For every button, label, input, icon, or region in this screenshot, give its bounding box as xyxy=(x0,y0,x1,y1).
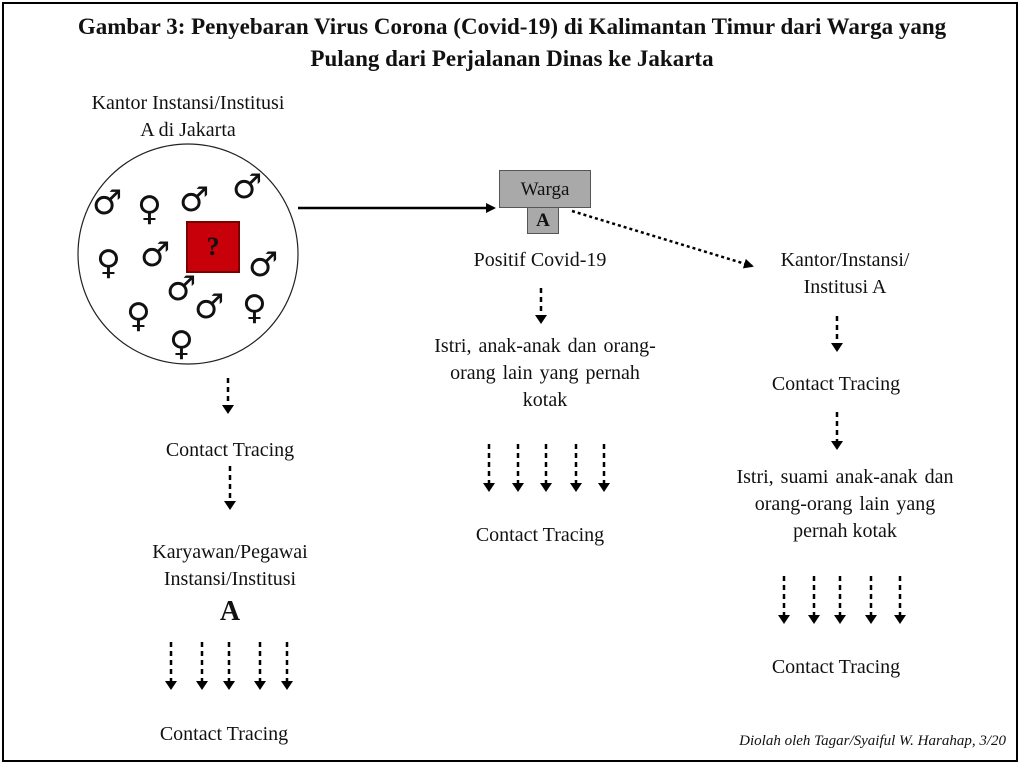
dashed-arrow-head xyxy=(512,483,524,492)
warga-box: Warga xyxy=(499,170,591,208)
female-symbol-icon: ♀ xyxy=(126,296,151,336)
positive-covid-label: Positif Covid-19 xyxy=(473,249,607,271)
male-symbol-icon: ♂ xyxy=(248,245,279,285)
dashed-arrow-head xyxy=(894,615,906,624)
left-contact-tracing-1: Contact Tracing xyxy=(165,439,295,461)
male-symbol-icon: ♂ xyxy=(194,287,225,327)
male-symbol-icon: ♂ xyxy=(179,180,210,220)
dashed-arrow-head xyxy=(165,681,177,690)
dashed-arrow-head xyxy=(222,405,234,414)
female-symbol-icon: ♀ xyxy=(242,288,267,328)
unknown-source-box: ? xyxy=(186,221,240,273)
female-symbol-icon: ♀ xyxy=(137,189,162,229)
male-symbol-icon: ♂ xyxy=(140,235,171,275)
left-contact-tracing-2: Contact Tracing xyxy=(159,723,289,745)
employees-letter: A xyxy=(219,596,241,627)
employees-label-line-2: Instansi/Institusi xyxy=(163,568,297,590)
dashed-arrow-head xyxy=(570,483,582,492)
dashed-arrow-head xyxy=(540,483,552,492)
right-office-label-line-1: Kantor/Instansi/ xyxy=(780,249,910,271)
dashed-arrow-head xyxy=(808,615,820,624)
office-label-line-1: Kantor Instansi/Institusi xyxy=(91,92,285,114)
female-symbol-icon: ♀ xyxy=(96,243,121,283)
dashed-arrow-head xyxy=(778,615,790,624)
male-symbol-icon: ♂ xyxy=(92,183,123,223)
middle-contacts-line-3: kotak xyxy=(522,389,568,411)
dashed-arrow-head xyxy=(831,343,843,352)
middle-contacts-line-2: orang lain yang pernah xyxy=(450,362,640,384)
female-symbol-icon: ♀ xyxy=(169,324,194,364)
employees-label-line-1: Karyawan/Pegawai xyxy=(152,541,308,563)
credit-line: Diolah oleh Tagar/Syaiful W. Harahap, 3/… xyxy=(739,733,1006,749)
dashed-arrow-head xyxy=(196,681,208,690)
middle-contact-tracing: Contact Tracing xyxy=(475,524,605,546)
warga-letter-tab: A xyxy=(527,208,559,234)
male-symbol-icon: ♂ xyxy=(166,269,197,309)
figure-title-line-1: Gambar 3: Penyebaran Virus Corona (Covid… xyxy=(77,14,947,39)
dashed-arrow-head xyxy=(834,615,846,624)
dashed-arrow-head xyxy=(254,681,266,690)
office-label-line-2: A di Jakarta xyxy=(140,119,236,141)
figure-title-line-2: Pulang dari Perjalanan Dinas ke Jakarta xyxy=(310,46,714,71)
dashed-arrow-head xyxy=(483,483,495,492)
dashed-arrow-head xyxy=(831,441,843,450)
right-contacts-line-1: Istri, suami anak-anak dan xyxy=(736,466,954,488)
right-contacts-line-2: orang-orang lain yang xyxy=(754,493,936,515)
arrow-warga-to-office xyxy=(571,209,754,269)
right-office-label-line-2: Institusi A xyxy=(803,276,887,298)
dashed-arrow-head xyxy=(223,681,235,690)
dashed-arrow-head xyxy=(224,501,236,510)
male-symbol-icon: ♂ xyxy=(232,167,263,207)
right-contacts-line-3: pernah kotak xyxy=(793,520,897,542)
dashed-arrow-head xyxy=(865,615,877,624)
dashed-down-arrows xyxy=(165,288,906,690)
dashed-arrow-head xyxy=(535,315,547,324)
dashed-arrow-head xyxy=(281,681,293,690)
right-contact-tracing-2: Contact Tracing xyxy=(771,656,901,678)
dashed-arrow-head xyxy=(598,483,610,492)
right-contact-tracing-1: Contact Tracing xyxy=(771,373,901,395)
middle-contacts-line-1: Istri, anak-anak dan orang- xyxy=(434,335,656,357)
